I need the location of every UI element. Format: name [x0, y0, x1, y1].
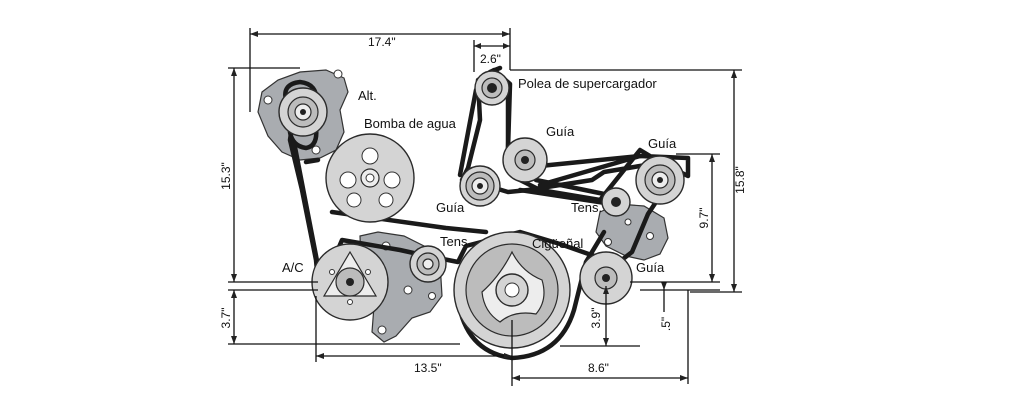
bracket-bolt [646, 232, 654, 240]
svg-text:15.8": 15.8" [733, 166, 747, 194]
svg-text:8.6": 8.6" [588, 361, 609, 375]
label-water-pump: Bomba de agua [364, 116, 457, 131]
dim-right-height: 15.8" [510, 69, 747, 293]
ac-pulley [311, 243, 389, 321]
svg-text:9.7": 9.7" [697, 208, 711, 229]
svg-text:.5": .5" [659, 317, 673, 331]
serpentine-belt [287, 67, 691, 295]
label-idler-lower: Guía [636, 260, 665, 275]
alternator-bolt [311, 145, 321, 155]
dim-left-height: 15.3" [219, 67, 318, 283]
tensioner-pulley-right [601, 187, 631, 217]
svg-text:2.6": 2.6" [480, 52, 501, 66]
bracket-bolt [428, 292, 436, 300]
supercharger-pulley [474, 70, 510, 106]
dim-crank-to-right: 8.6" [512, 290, 689, 384]
dim-supercharger-width: 2.6" [473, 40, 510, 72]
idler-pulley-right [635, 155, 685, 205]
label-alternator: Alt. [358, 88, 377, 103]
dim-ac-offset: 3.7" [219, 289, 460, 345]
svg-text:17.4": 17.4" [368, 35, 396, 49]
idler-pulley-upper [502, 137, 548, 183]
crankshaft-pulley [453, 231, 571, 349]
label-crankshaft: Cigüeñal [532, 236, 583, 251]
label-tensioner-right: Tens. [571, 200, 602, 215]
svg-text:3.7": 3.7" [219, 308, 233, 329]
tensioner-bracket [595, 203, 669, 261]
idler-pulley-left [459, 165, 501, 207]
bracket-bolt [403, 285, 413, 295]
label-idler-left: Guía [436, 200, 465, 215]
bracket-bolt [604, 238, 612, 246]
alternator-pulley [278, 87, 328, 137]
dim-idler-small-offset: .5" [640, 282, 720, 331]
alternator-bolt [333, 69, 343, 79]
label-ac: A/C [282, 260, 304, 275]
svg-text:13.5": 13.5" [414, 361, 442, 375]
alternator-bolt [263, 95, 273, 105]
dim-overall-width: 17.4" [249, 28, 511, 112]
bracket-bolt [377, 325, 387, 335]
label-tensioner-left: Tens. [440, 234, 471, 249]
dim-idler-low-offset: 3.9" [560, 286, 640, 347]
dim-idler-height: 9.7" [630, 153, 720, 283]
label-idler-upper: Guía [546, 124, 575, 139]
svg-text:15.3": 15.3" [219, 162, 233, 190]
dim-crank-to-ac: 13.5" [315, 296, 513, 386]
water-pump-pulley [325, 133, 415, 223]
label-supercharger: Polea de supercargador [518, 76, 657, 91]
tensioner-pulley-left [409, 245, 447, 283]
bracket-bolt [624, 218, 632, 226]
svg-text:3.9": 3.9" [589, 308, 603, 329]
label-idler-right: Guía [648, 136, 677, 151]
